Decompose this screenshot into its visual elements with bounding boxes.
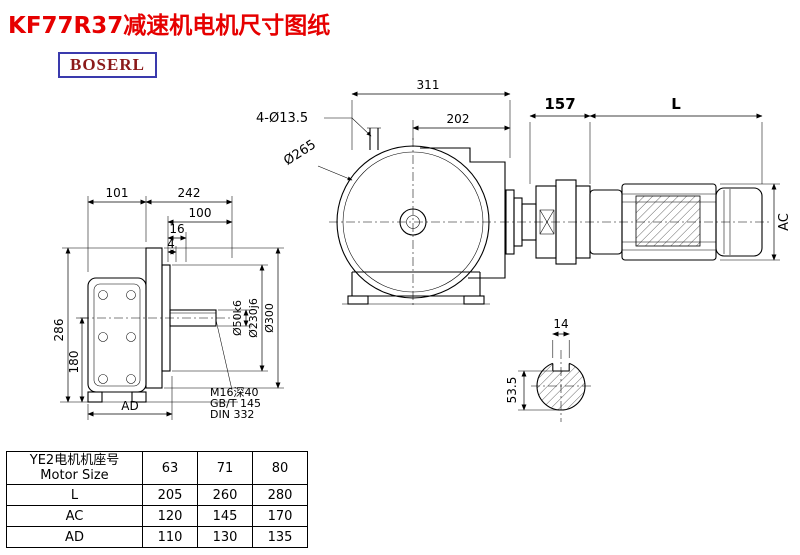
shaft-section-view: 14 53.5 <box>505 317 591 422</box>
motor-body <box>500 179 772 265</box>
dim-311: 311 <box>417 78 440 92</box>
value-ad-80: 135 <box>252 526 308 548</box>
dim-flange-diameter: Ø300 <box>263 303 276 333</box>
dim-101: 101 <box>106 186 129 200</box>
dim-100: 100 <box>189 206 212 220</box>
table-size-71: 71 <box>197 451 253 485</box>
dim-bolt-holes: 4-Ø13.5 <box>256 111 308 126</box>
table-row-l: L 205 260 280 <box>6 484 308 506</box>
dim-spigot-diameter: Ø230j6 <box>247 298 260 338</box>
value-ac-63: 120 <box>142 505 198 527</box>
dim-shaft-diameter: Ø50k6 <box>231 300 244 336</box>
table-row-ac: AC 120 145 170 <box>6 505 308 527</box>
dim-ad: AD <box>121 399 138 413</box>
table-header-cn: YE2电机机座号 <box>29 453 120 468</box>
gearbox-front-view: 311 202 4-Ø13.5 Ø265 <box>256 78 511 306</box>
dim-180: 180 <box>67 351 81 374</box>
dim-4: 4 <box>167 237 175 251</box>
table-header-row: YE2电机机座号 Motor Size 63 71 80 <box>6 451 308 485</box>
table-row-ad: AD 110 130 135 <box>6 526 308 548</box>
gearbox-housing <box>60 247 240 403</box>
row-label-l: L <box>6 484 143 506</box>
stator-hatch <box>635 195 701 247</box>
value-ad-63: 110 <box>142 526 198 548</box>
motor-size-table: YE2电机机座号 Motor Size 63 71 80 L 205 260 2… <box>6 451 308 548</box>
note-standard-gbt: GB/T 145 <box>210 397 261 410</box>
table-header-en: Motor Size <box>40 468 109 483</box>
row-label-ac: AC <box>6 505 143 527</box>
dim-shaft-key-height: 53.5 <box>505 377 519 404</box>
value-l-71: 260 <box>197 484 253 506</box>
table-header-motor-size: YE2电机机座号 Motor Size <box>6 451 143 485</box>
value-l-80: 280 <box>252 484 308 506</box>
dim-202: 202 <box>447 112 470 126</box>
value-l-63: 205 <box>142 484 198 506</box>
flange-face <box>329 127 506 306</box>
fan-cover <box>715 187 763 257</box>
dim-286: 286 <box>52 319 66 342</box>
dim-motor-length: L <box>671 95 681 113</box>
dim-key-width: 14 <box>553 317 568 331</box>
value-ad-71: 130 <box>197 526 253 548</box>
value-ac-71: 145 <box>197 505 253 527</box>
page-title: KF77R37减速机电机尺寸图纸 <box>8 13 331 39</box>
value-ac-80: 170 <box>252 505 308 527</box>
note-standard-din: DIN 332 <box>210 408 254 421</box>
table-size-63: 63 <box>142 451 198 485</box>
motor-side-view: 157 L AC <box>500 95 792 265</box>
gearbox-side-view: 101 242 100 16 4 286 180 AD <box>52 186 284 421</box>
table-size-80: 80 <box>252 451 308 485</box>
dim-242: 242 <box>178 186 201 200</box>
coupling-mark <box>539 209 555 235</box>
dim-157: 157 <box>544 95 575 113</box>
brand-logo: BOSERL <box>58 52 157 78</box>
note-tap-hole: M16深40 <box>210 386 259 399</box>
dim-motor-height-ac: AC <box>777 213 792 231</box>
row-label-ad: AD <box>6 526 143 548</box>
dim-flange-circle-diameter: Ø265 <box>281 137 319 169</box>
dim-16: 16 <box>169 222 184 236</box>
